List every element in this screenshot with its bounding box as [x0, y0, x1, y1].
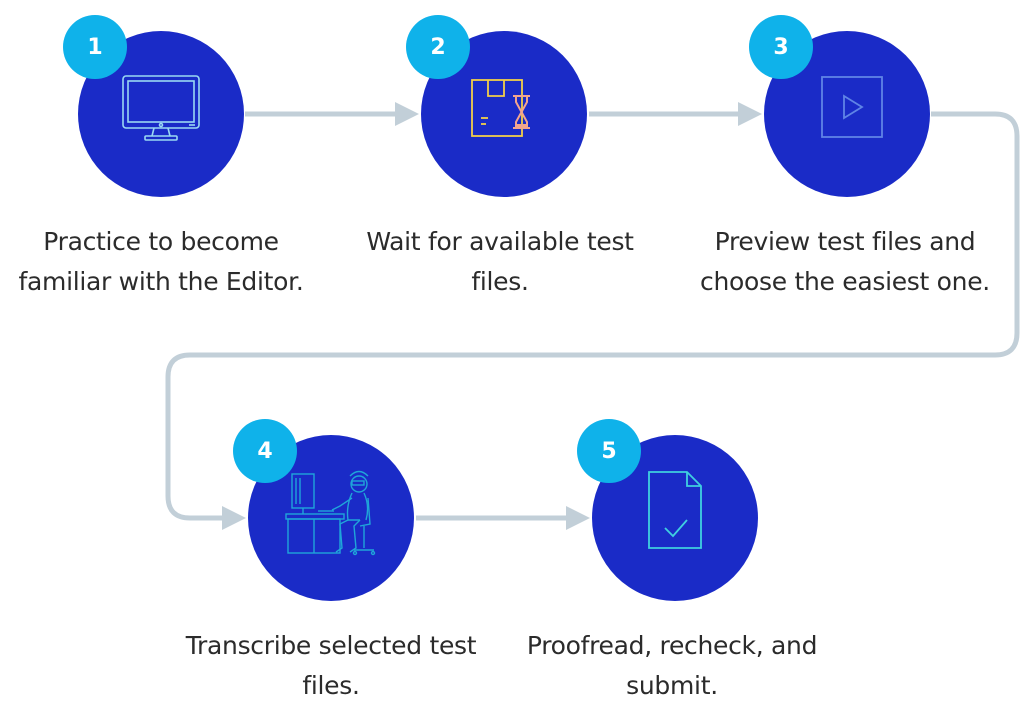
- connector-3-4: [165, 111, 1020, 521]
- package-hourglass-icon: [471, 79, 530, 137]
- caption-line: Wait for available test: [366, 227, 634, 256]
- arrowhead-4-5: [566, 506, 590, 530]
- caption-line: choose the easiest one.: [700, 267, 990, 296]
- step-number-badge: 1: [63, 15, 127, 79]
- caption-line: files.: [302, 671, 360, 700]
- document-check-icon: [648, 471, 702, 549]
- caption-line: files.: [471, 267, 529, 296]
- person-at-desk-icon: [285, 470, 376, 556]
- step-caption: Transcribe selected test files.: [166, 626, 496, 706]
- step-number-badge: 2: [406, 15, 470, 79]
- step-caption: Practice to become familiar with the Edi…: [0, 222, 326, 302]
- caption-line: Proofread, recheck, and: [526, 631, 818, 660]
- caption-line: familiar with the Editor.: [18, 267, 304, 296]
- step-caption: Proofread, recheck, and submit.: [507, 626, 837, 706]
- caption-line: Transcribe selected test: [185, 631, 477, 660]
- step-number-badge: 5: [577, 419, 641, 483]
- caption-line: Practice to become: [43, 227, 279, 256]
- step-caption: Wait for available test files.: [335, 222, 665, 302]
- arrowhead-2-3: [738, 102, 762, 126]
- step-caption: Preview test files and choose the easies…: [680, 222, 1010, 302]
- arrowhead-3-4: [222, 506, 246, 530]
- monitor-icon: [122, 75, 200, 141]
- caption-line: submit.: [626, 671, 718, 700]
- caption-line: Preview test files and: [714, 227, 976, 256]
- arrowhead-1-2: [395, 102, 419, 126]
- step-number-badge: 3: [749, 15, 813, 79]
- play-preview-icon: [821, 76, 883, 138]
- step-number-badge: 4: [233, 419, 297, 483]
